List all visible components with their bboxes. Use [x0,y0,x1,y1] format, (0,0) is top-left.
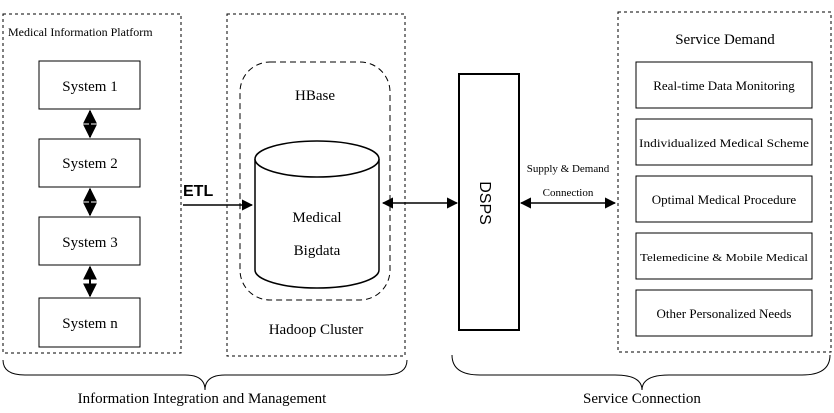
system-label-2: System 2 [62,156,117,172]
connection-label-line2: Connection [543,187,594,199]
left-brace [2,359,408,391]
hbase-container [239,61,391,301]
service-demand-container [617,11,832,353]
right-brace [451,354,831,391]
service-item-label-5: Other Personalized Needs [656,306,791,321]
system-box-2: System 2 [38,138,141,188]
system-box-1: System 1 [38,60,141,110]
service-item-3: Optimal Medical Procedure [635,175,813,223]
dsps-label: DSPS [476,181,493,225]
cylinder-label-line1: Medical [292,210,341,226]
service-item-label-3: Optimal Medical Procedure [652,192,797,207]
system-label-n: System n [62,316,118,332]
service-demand-title: Service Demand [675,32,775,48]
service-item-1: Real-time Data Monitoring [635,61,813,109]
service-item-label-2: Individualized Medical Scheme [639,136,809,150]
system-box-n: System n [38,297,141,348]
hadoop-cluster-label: Hadoop Cluster [269,322,364,338]
service-item-label-4: Telemedicine & Mobile Medical [640,252,808,264]
connection-label-line1: Supply & Demand [527,163,610,175]
database-cylinder-icon [254,140,380,289]
hadoop-cluster-container [226,13,406,357]
platform-container [2,13,182,354]
hbase-title: HBase [295,88,335,104]
service-item-label-1: Real-time Data Monitoring [653,78,795,93]
service-item-4: Telemedicine & Mobile Medical [635,232,813,280]
service-item-5: Other Personalized Needs [635,289,813,337]
bottom-label-left: Information Integration and Management [78,391,327,407]
service-item-2: Individualized Medical Scheme [635,118,813,166]
system-label-1: System 1 [62,79,117,95]
etl-label: ETL [183,183,213,200]
platform-title: Medical Information Platform [8,25,153,39]
system-label-3: System 3 [62,235,117,251]
dsps-box [458,73,520,331]
bottom-label-right: Service Connection [583,391,701,407]
system-box-3: System 3 [38,216,141,266]
cylinder-label-line2: Bigdata [294,243,341,259]
